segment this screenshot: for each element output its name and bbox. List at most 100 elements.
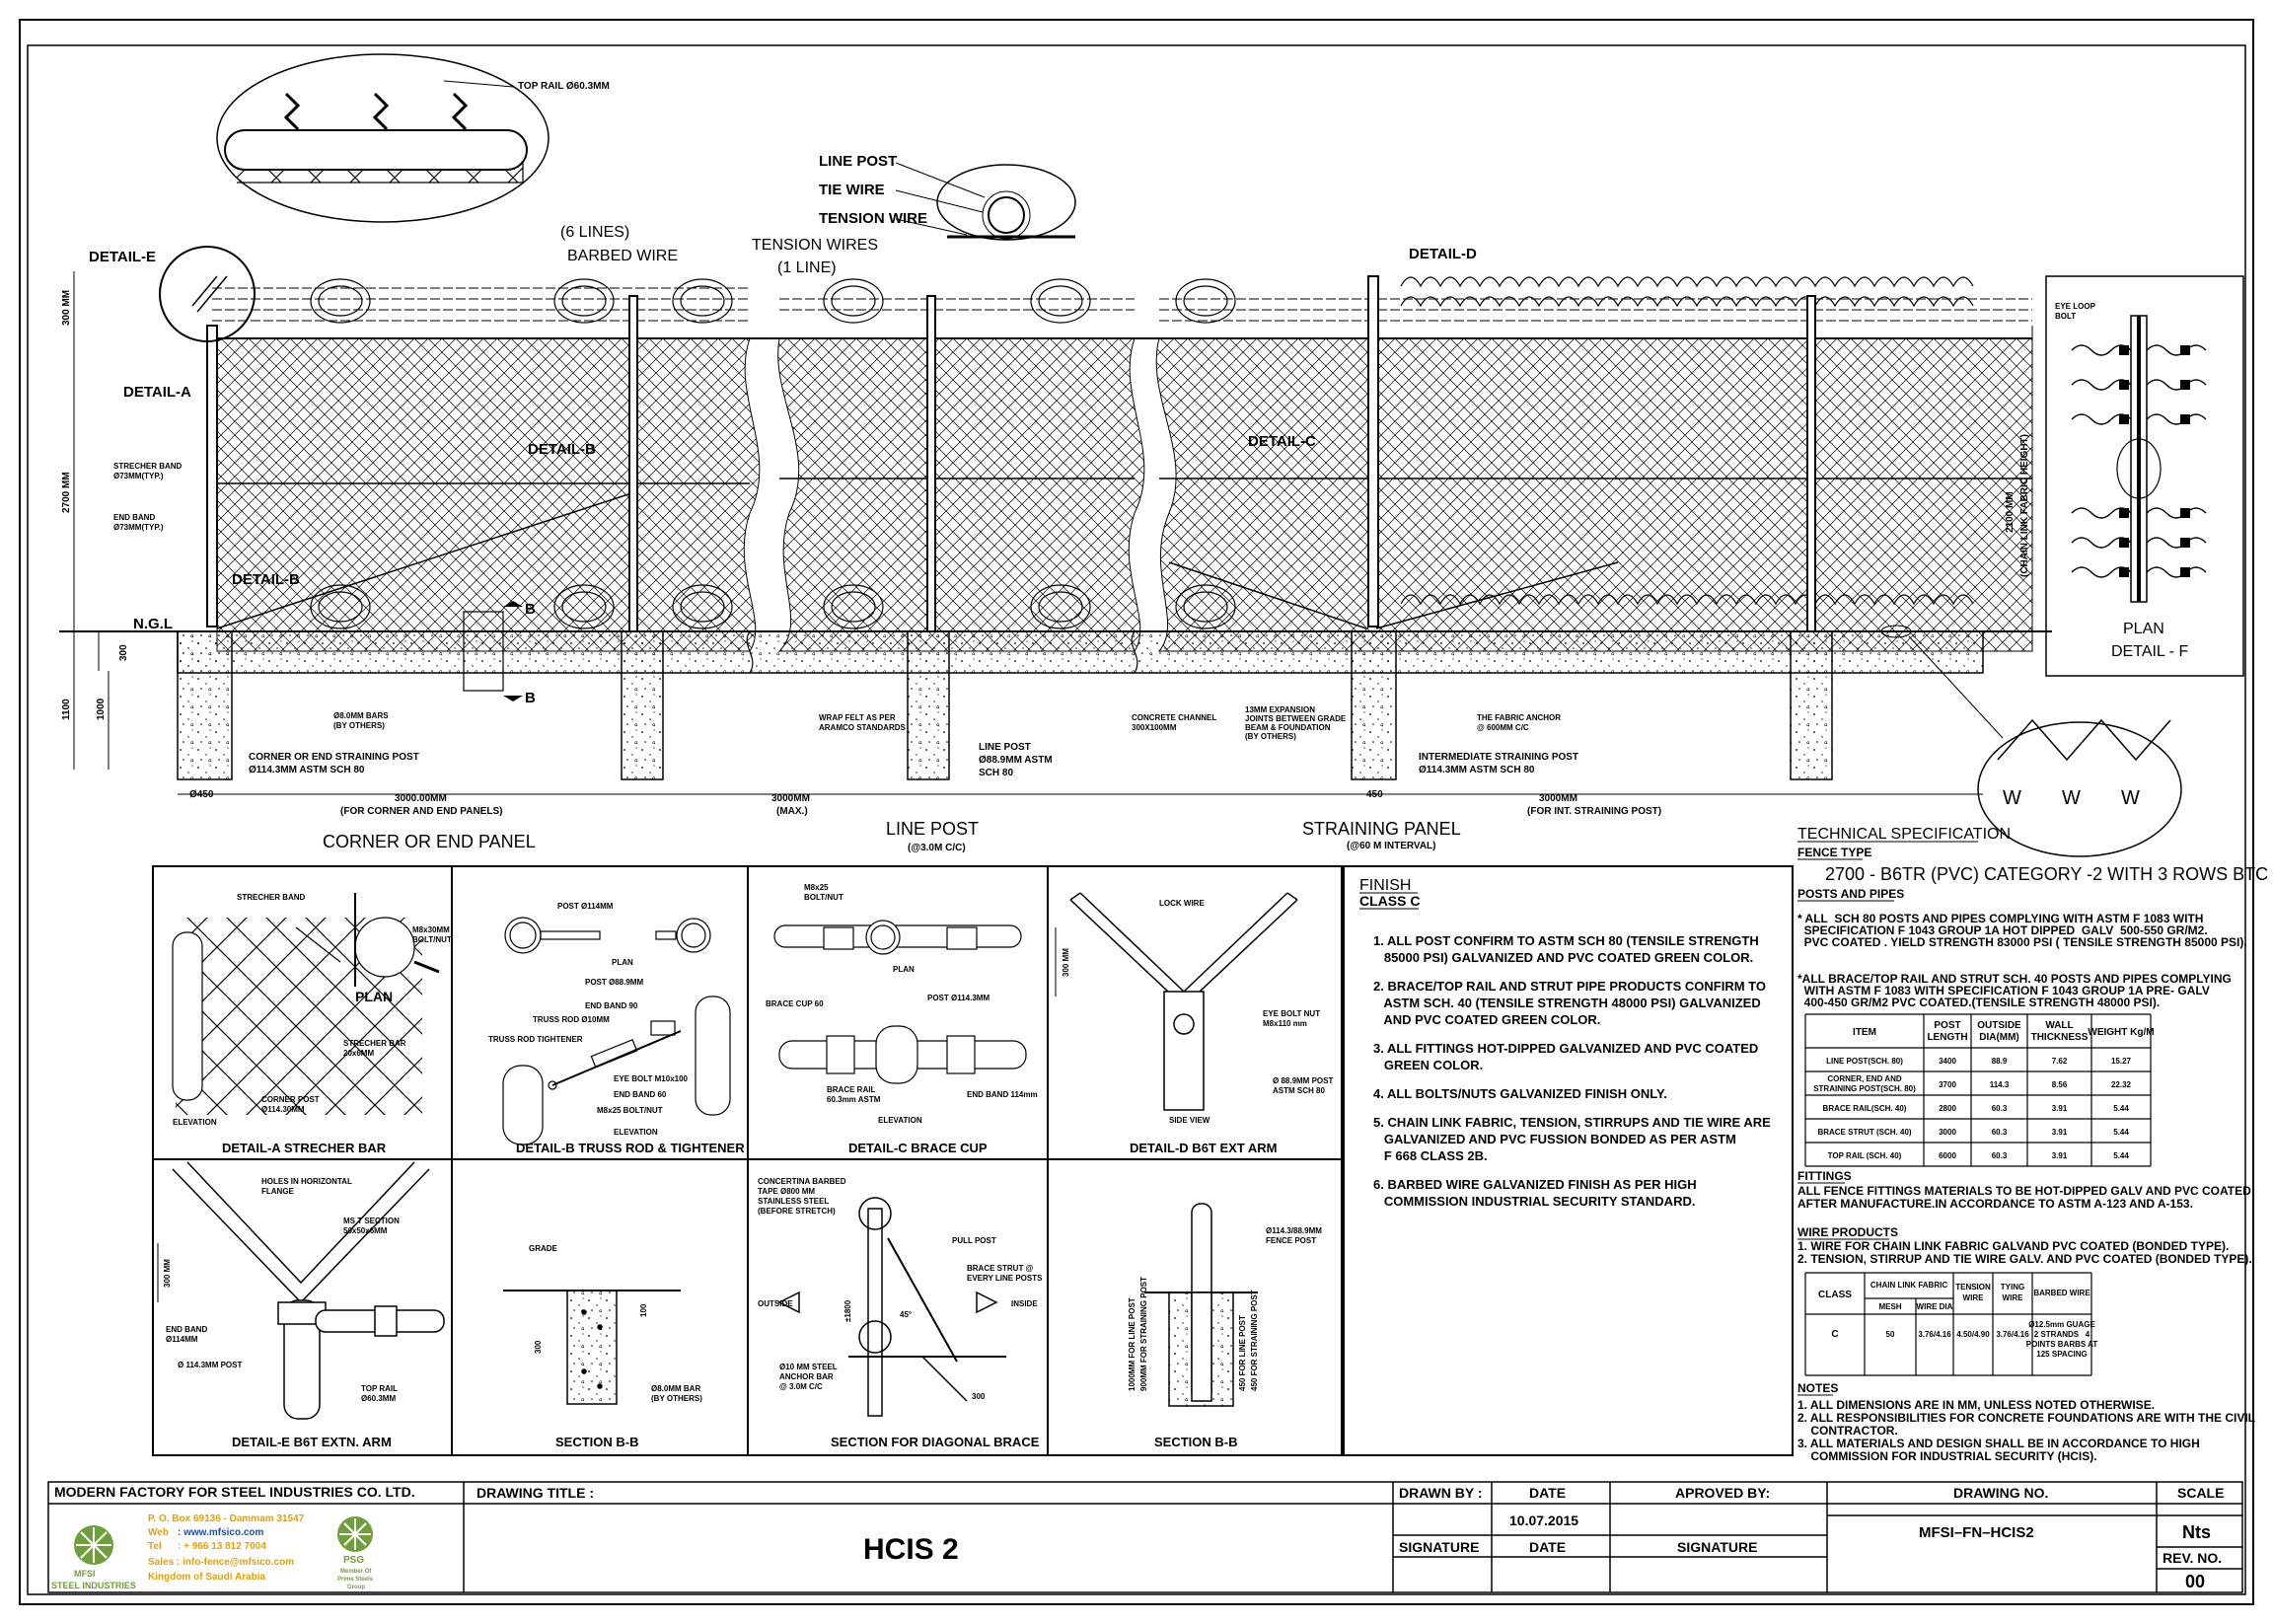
spec-table-cell: BRACE RAIL(SCH. 40) [1823,1104,1907,1113]
corner-post-spec: Ø114.3MM ASTM SCH 80 [249,765,365,775]
barbed-wire-count: (6 LINES) [560,224,629,241]
finish-notes: FINISH CLASS C 1. ALL POST CONFIRM TO AS… [1359,877,1771,1209]
c-brace-cup: BRACE CUP 60 [766,999,824,1008]
diag-concertina-1: CONCERTINA BARBED [758,1177,846,1186]
wire-table-header-tying: TYING [2001,1283,2024,1292]
wire-table-cell-tying: 3.76/4.16 [1996,1330,2029,1339]
section-bb-2-drawing [1144,1203,1258,1407]
sales-email[interactable]: Sales : info-fence@mfsico.com [148,1557,294,1568]
a-stretcher-bar-size: 20x6MM [343,1049,374,1058]
wire-table-cell-wiredia: 3.76/4.16 [1918,1330,1951,1339]
fabric-anchor: THE FABRIC ANCHOR [1477,713,1561,722]
straining-panel-title: STRAINING PANEL [1302,819,1461,839]
diagonal-brace-drawing [777,1197,1006,1417]
spec-table-cell: BRACE STRUT (SCH. 40) [1817,1128,1911,1137]
diag-concertina-3: STAINLESS STEEL [758,1197,829,1206]
finish-item-3-line-2: GREEN COLOR. [1373,1058,1483,1072]
spec-table-cell: 60.3 [1992,1151,2008,1160]
concrete-channel-size: 300X100MM [1132,723,1177,732]
spec-table-cell: 2800 [1939,1104,1956,1113]
d-lock-wire: LOCK WIRE [1159,899,1205,908]
finish-item-2-line-2: ASTM SCH. 40 (TENSILE STRENGTH 48000 PSI… [1373,996,1761,1010]
section-bb-1-title: SECTION B-B [555,1435,639,1449]
section-bb-1-drawing [503,1290,681,1405]
detail-e-label: DETAIL-E [89,249,156,265]
mesh-panel-2 [777,337,1145,652]
dim-3000-straining: 3000MM [1539,793,1577,804]
bb1-dim300: 300 [534,1340,543,1354]
bb2-right-dim-1: 450 FOR LINE POST [1238,1315,1247,1391]
d-post-spec: ASTM SCH 80 [1273,1086,1325,1095]
spec-table-cell: 3.91 [2052,1128,2068,1137]
diag-concertina-2: TAPE Ø800 MM [758,1187,815,1196]
eye-loop-bolt: BOLT [2055,312,2076,321]
a-corner-post-size: Ø114.30MM [261,1105,305,1114]
tech-note1-line-1: * ALL SCH 80 POSTS AND PIPES COMPLYING W… [1797,912,2203,925]
spec-table-cell: 114.3 [1990,1080,2010,1089]
details-grid [152,865,1794,1456]
line-post-label: LINE POST [819,153,897,170]
logo2-sub1: Member Of [340,1569,372,1575]
spec-table-cell: 3.91 [2052,1104,2068,1113]
approved-by-label: APROVED BY: [1675,1485,1770,1501]
spec-table-cell: 3700 [1939,1080,1956,1089]
tech-footnote-line-2: 2. ALL RESPONSIBILITIES FOR CONCRETE FOU… [1797,1411,2255,1425]
logo1-sub: STEEL INDUSTRIES [51,1581,136,1590]
fittings-1: ALL FENCE FITTINGS MATERIALS TO BE HOT-D… [1797,1184,2251,1198]
wrap-felt-2: ARAMCO STANDARDS [819,723,907,732]
spec-table-cell: TOP RAIL (SCH. 40) [1828,1151,1902,1160]
psg-logo [337,1516,373,1552]
c-bolt-nut: BOLT/NUT [804,893,843,902]
detail-e-title: DETAIL-E B6T EXTN. ARM [232,1435,392,1449]
wire-2: 2. TENSION, STIRRUP AND TIE WIRE GALV. A… [1797,1252,2252,1266]
c-end-band: END BAND 114mm [967,1090,1038,1099]
company-name: MODERN FACTORY FOR STEEL INDUSTRIES CO. … [54,1484,415,1500]
wire-table-cell-tension: 4.50/4.90 [1956,1330,1990,1339]
finish-item-5-line-3: F 668 CLASS 2B. [1373,1148,1488,1163]
spec-table-cell: CORNER, END AND [1827,1074,1901,1083]
line-post-title: LINE POST [886,819,979,839]
posts-pipes-label: POSTS AND PIPES [1797,887,1904,901]
spec-table-cell: STRAINING POST(SCH. 80) [1813,1084,1916,1093]
technical-specification: TECHNICAL SPECIFICATION FENCE TYPE 2700 … [1797,826,2268,1463]
spec-table-cell: 7.62 [2052,1057,2068,1066]
concertina-coils-bottom [310,584,1974,629]
c-brace-rail: BRACE RAIL [827,1085,875,1094]
detail-a-label: DETAIL-A [123,384,191,401]
rebar-note: Ø8.0MM BARS [333,711,389,720]
spec-table: ITEMPOSTLENGTHOUTSIDEDIA(MM)WALLTHICKNES… [1804,1013,2155,1167]
fence-type: 2700 - B6TR (PVC) CATEGORY -2 WITH 3 ROW… [1825,864,2268,884]
spec-table-cell: 88.9 [1992,1057,2008,1066]
mesh-panel-3 [1155,337,2033,652]
logo2-sub2: Prime Steels [337,1577,374,1583]
notes-label: NOTES [1797,1381,1838,1395]
detail-b-label: DETAIL-B [528,441,596,458]
diag-anchor-3: @ 3.0M C/C [779,1382,823,1391]
wire-label: WIRE PRODUCTS [1797,1225,1898,1239]
mfsi-logo [74,1525,113,1565]
wire-table-cell-barbed: 2 STRANDS 4 [2034,1330,2090,1339]
bb1-dim100: 100 [639,1303,648,1317]
left-dimensions [73,271,2033,770]
c-plan: PLAN [893,965,915,974]
spec-table-cell: 3.91 [2052,1151,2068,1160]
date-value: 10.07.2015 [1509,1513,1578,1528]
svg-text:W: W [2121,787,2140,809]
e-holes: HOLES IN HORIZONTAL [261,1177,352,1186]
finish-item-1-line-2: 85000 PSI) GALVANIZED AND PVC COATED GRE… [1373,950,1753,965]
c-brace-rail-size: 60.3mm ASTM [827,1095,881,1104]
tech-footnote-line-3: CONTRACTOR. [1797,1424,1898,1438]
e-end-band-size: Ø114MM [166,1335,198,1344]
finish-item-4-line-1: 4. ALL BOLTS/NUTS GALVANIZED FINISH ONLY… [1373,1086,1667,1101]
concertina-coils-top [310,276,1974,324]
spec-table-cell: LINE POST(SCH. 80) [1826,1057,1903,1066]
c-elevation: ELEVATION [878,1116,922,1125]
end-band-size: Ø73MM(TYP.) [113,523,164,532]
expansion-joint-1: 13MM EXPANSION [1245,705,1315,714]
bb2-left-dim-2: 900MM FOR STRAINING POST [1139,1277,1148,1391]
tel-value: : + 966 13 812 7004 [178,1541,266,1552]
web-value[interactable]: : www.mfsico.com [178,1527,264,1538]
logo2-sub3: Group [347,1585,365,1590]
diag-brace-strut: BRACE STRUT @ [967,1264,1034,1273]
